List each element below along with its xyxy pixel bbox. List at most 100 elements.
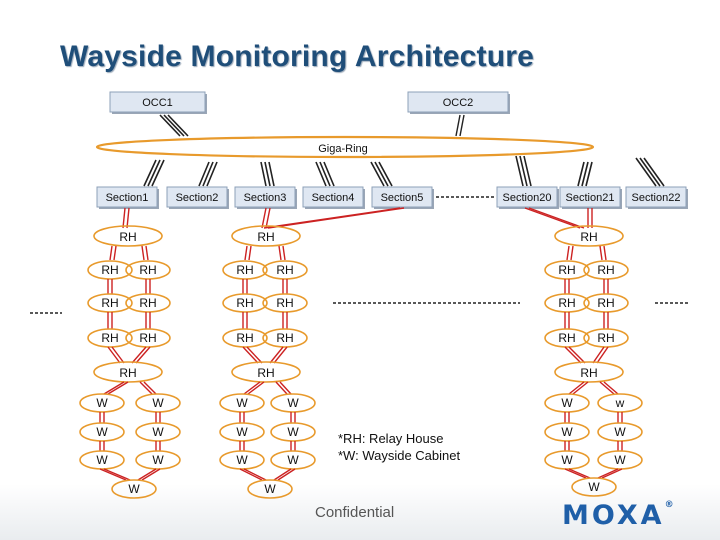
rh-link	[141, 245, 145, 261]
w-ring-bottom	[571, 477, 617, 497]
section-ring-link	[635, 157, 657, 187]
rh-link	[566, 245, 570, 261]
moxa-logo: MOXA®	[562, 500, 674, 531]
w-label: W	[287, 396, 299, 410]
rh-label: RH	[139, 296, 156, 310]
section-box-5-label: Section5	[381, 192, 424, 204]
w-ring	[597, 422, 643, 442]
rh-ring	[222, 328, 268, 348]
w-ring	[597, 393, 643, 413]
section-box-8	[625, 186, 687, 208]
rh-label: RH	[558, 296, 575, 310]
w-link	[247, 381, 265, 395]
footer-band	[0, 484, 720, 540]
rh-ring	[222, 260, 268, 280]
section-ring-link	[581, 161, 589, 187]
section-box-6	[496, 186, 558, 208]
w-ring	[219, 422, 265, 442]
section-ring-link	[643, 157, 665, 187]
w-ring	[135, 393, 181, 413]
rh-ring	[544, 260, 590, 280]
rh-link	[246, 346, 263, 364]
w-link	[273, 468, 292, 481]
section-rh-link	[267, 207, 405, 229]
w-link	[572, 381, 589, 395]
rh-label: RH	[276, 331, 293, 345]
giga-ring	[95, 135, 595, 159]
w-link	[103, 468, 131, 481]
rh-label: RH	[558, 331, 575, 345]
section-box-7	[559, 186, 621, 208]
w-ring	[79, 422, 125, 442]
w-link	[279, 381, 292, 395]
rh-label: RH	[236, 296, 253, 310]
section-ring-link	[374, 161, 389, 187]
rh-ring	[87, 293, 133, 313]
section-rh-link	[261, 207, 267, 229]
w-link	[599, 381, 615, 395]
w-ring	[79, 450, 125, 470]
section-box-5	[371, 186, 433, 208]
w-link	[99, 468, 127, 481]
section-ring-link	[264, 161, 271, 187]
section-box-8-label: Section22	[632, 192, 681, 204]
occ1-box-label: OCC1	[142, 97, 173, 109]
occ1-ring-link	[159, 114, 181, 137]
section-ring-link	[577, 161, 585, 187]
w-link	[277, 468, 296, 481]
w-link	[107, 381, 129, 395]
occ2-ring-link	[459, 114, 465, 137]
rh-label: RH	[558, 263, 575, 277]
rh-ring-top	[231, 225, 301, 247]
w-label: W	[561, 425, 573, 439]
rh-label: RH	[597, 263, 614, 277]
w-label-bottom: W	[264, 482, 276, 496]
rh-link	[603, 245, 607, 261]
rh-ring	[125, 328, 171, 348]
rh-label: RH	[139, 331, 156, 345]
rh-link	[145, 245, 149, 261]
section-ring-link	[515, 155, 524, 187]
section-ring-link	[198, 161, 210, 187]
w-ring	[219, 450, 265, 470]
occ2-box-label: OCC2	[443, 97, 474, 109]
rh-link	[244, 245, 248, 261]
section-box-6-label: Section20	[503, 192, 552, 204]
rh-ring	[262, 293, 308, 313]
w-label: W	[614, 425, 626, 439]
section-box-2	[166, 186, 228, 208]
rh-label-top: RH	[257, 230, 274, 244]
section-rh-link	[528, 207, 585, 229]
w-ring-bottom	[247, 479, 293, 499]
rh-label: RH	[276, 263, 293, 277]
rh-link	[564, 346, 582, 364]
w-ring	[135, 422, 181, 442]
w-ring-bottom	[111, 479, 157, 499]
section-ring-link	[323, 161, 335, 187]
w-link	[137, 468, 157, 481]
rh-ring	[125, 260, 171, 280]
w-label: W	[152, 453, 164, 467]
w-label: W	[96, 425, 108, 439]
section-box-4-label: Section4	[312, 192, 355, 204]
rh-ring	[262, 328, 308, 348]
rh-link	[568, 346, 586, 364]
page-title: Wayside Monitoring Architecture	[60, 40, 535, 73]
section-box-7-label: Section21	[566, 192, 615, 204]
rh-label: RH	[101, 331, 118, 345]
rh-ring-bottom	[554, 361, 624, 383]
rh-label-bottom: RH	[119, 366, 136, 380]
section-box-2-label: Section2	[176, 192, 219, 204]
section-rh-link	[524, 207, 581, 229]
rh-link	[570, 245, 574, 261]
rh-link	[278, 245, 282, 261]
w-label: W	[287, 425, 299, 439]
occ1-box	[109, 91, 206, 113]
rh-ring	[583, 260, 629, 280]
rh-link	[248, 245, 252, 261]
w-label: W	[152, 425, 164, 439]
w-ring	[544, 422, 590, 442]
rh-ring	[222, 293, 268, 313]
rh-ring	[544, 293, 590, 313]
rh-ring-top	[93, 225, 163, 247]
